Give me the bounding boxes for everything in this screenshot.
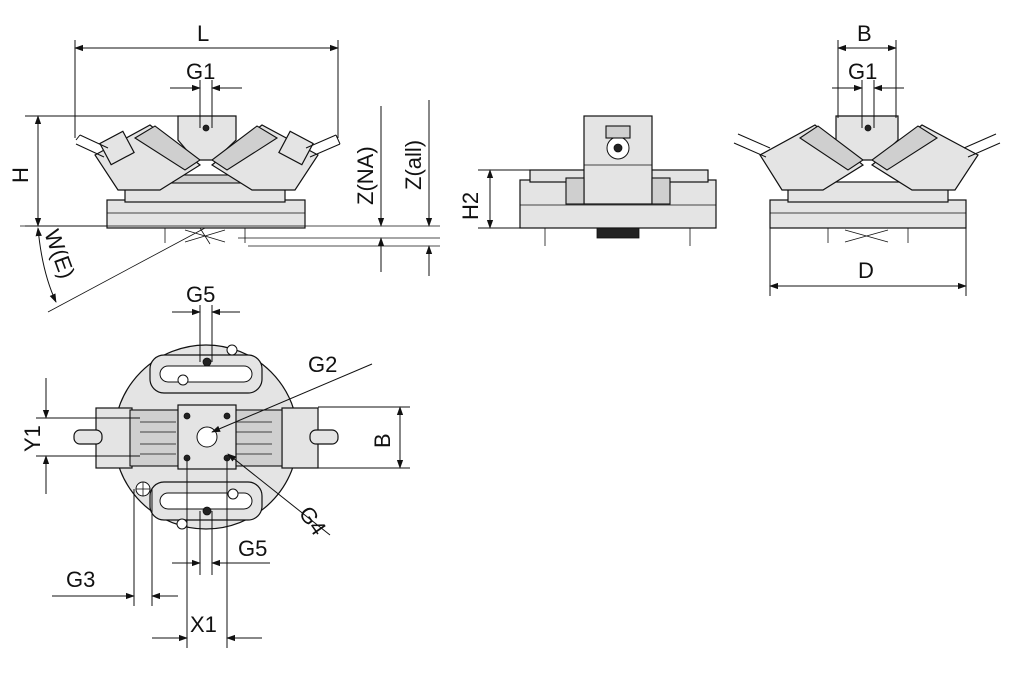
- top-view: G5 G2 B Y1 G4 G5 G3 X1: [20, 282, 410, 648]
- top-label-G5-top: G5: [186, 282, 215, 307]
- right-label-D: D: [858, 258, 874, 283]
- front-view: L G1 H W(E) Z(NA) Z(all): [8, 21, 440, 313]
- top-label-G5-bottom: G5: [238, 536, 267, 561]
- front-pins: [164, 227, 246, 245]
- front-label-L: L: [197, 21, 209, 46]
- front-label-Z-all: Z(all): [401, 140, 426, 190]
- front-label-H: H: [8, 167, 33, 183]
- front-left-clamp: [75, 124, 202, 191]
- top-label-G2: G2: [308, 352, 337, 377]
- top-label-G4: G4: [294, 502, 331, 540]
- front-right-clamp: [210, 124, 341, 191]
- right-label-G1: G1: [848, 59, 877, 84]
- right-view: B G1 D: [733, 21, 1001, 296]
- top-label-G3: G3: [66, 567, 95, 592]
- top-label-X1: X1: [190, 612, 217, 637]
- front-label-G1: G1: [186, 59, 215, 84]
- front-center-block: [177, 115, 237, 161]
- front-label-Z-NA: Z(NA): [353, 146, 378, 205]
- front-base: [106, 174, 306, 229]
- top-label-B: B: [370, 433, 395, 448]
- side-view: H2: [458, 115, 717, 246]
- side-label-H2: H2: [458, 192, 483, 220]
- right-label-B: B: [857, 21, 872, 46]
- top-label-Y1: Y1: [20, 425, 45, 452]
